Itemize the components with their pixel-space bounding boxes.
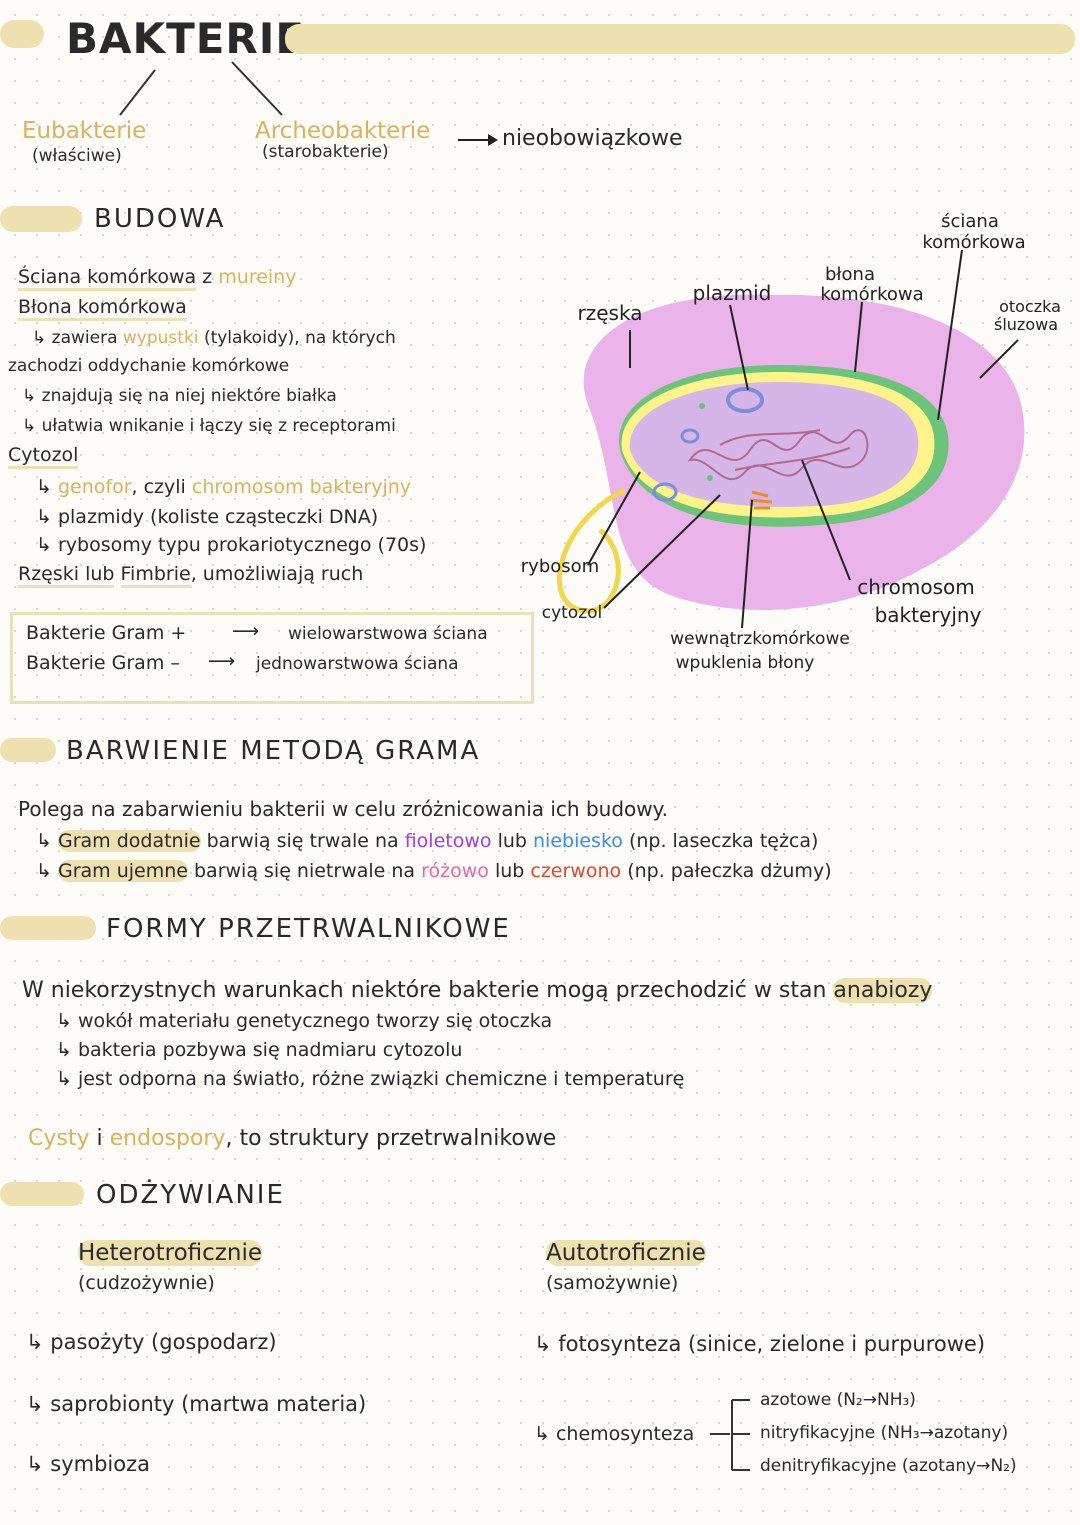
autotrophic-label: Autotroficznie bbox=[546, 1240, 706, 1266]
gram-positive-label: Bakterie Gram + bbox=[26, 622, 187, 644]
gram-positive-value: wielowarstwowa ściana bbox=[288, 624, 488, 644]
nutrition-heading-highlight bbox=[0, 1182, 84, 1206]
label-ribosome: rybosom bbox=[521, 556, 599, 577]
structure-line-5: ↳ znajdują się na niej niektóre białka bbox=[22, 386, 337, 406]
heterotrophic-note: (cudzożywnie) bbox=[78, 1272, 215, 1294]
auto-item-1: ↳ fotosynteza (sinice, zielone i purpuro… bbox=[534, 1332, 986, 1356]
page-title: BAKTERIE bbox=[66, 14, 306, 63]
spores-bullet-3: ↳ jest odporna na światło, różne związki… bbox=[56, 1068, 685, 1090]
ribosome-marks bbox=[749, 490, 773, 510]
spores-bullet-2: ↳ bakteria pozbywa się nadmiaru cytozolu bbox=[56, 1039, 463, 1061]
plasmid-ring bbox=[726, 387, 764, 413]
plasmid-ring-3 bbox=[680, 428, 700, 444]
label-cell-wall-1: ściana bbox=[941, 211, 999, 232]
structure-line-4: zachodzi oddychanie komórkowe bbox=[8, 356, 290, 376]
structure-line-6: ↳ ułatwia wnikanie i łączy się z recepto… bbox=[22, 416, 396, 436]
structure-line-8: ↳ genofor, czyli chromosom bakteryjny bbox=[36, 476, 412, 498]
structure-line-10: ↳ rybosomy typu prokariotycznego (70s) bbox=[36, 534, 427, 556]
structure-line-9: ↳ plazmidy (koliste cząsteczki DNA) bbox=[36, 506, 379, 528]
hetero-item-1: ↳ pasożyty (gospodarz) bbox=[26, 1330, 277, 1354]
title-highlight-right bbox=[285, 24, 1075, 54]
autotrophic-note: (samożywnie) bbox=[546, 1272, 679, 1294]
label-invaginations-1: wewnątrzkomórkowe bbox=[670, 629, 850, 649]
gram-negative-arrow: ⟶ bbox=[208, 650, 236, 672]
label-invaginations-2: wpuklenia błony bbox=[676, 653, 815, 673]
spores-heading-highlight bbox=[0, 916, 96, 940]
gram-comparison-box bbox=[10, 612, 534, 704]
structure-line-2: Błona komórkowa bbox=[18, 296, 187, 321]
hetero-item-2: ↳ saprobionty (martwa materia) bbox=[26, 1392, 367, 1416]
arrow-bullet: ↳ bbox=[32, 328, 47, 348]
gram-heading: BARWIENIE METODĄ GRAMA bbox=[66, 736, 481, 766]
heterotrophic-label: Heterotroficznie bbox=[78, 1240, 262, 1266]
bacteria-cell-diagram: ściana komórkowa rzęska plazmid błona ko… bbox=[521, 211, 1061, 673]
archaea-label: Archeobakterie bbox=[255, 118, 431, 144]
chemosynthesis-bracket bbox=[710, 1399, 750, 1471]
label-flagellum: rzęska bbox=[578, 301, 643, 325]
budowa-heading: BUDOWA bbox=[94, 204, 226, 234]
label-cell-wall-2: komórkowa bbox=[922, 232, 1025, 253]
structure-line-7: Cytozol bbox=[8, 444, 79, 469]
gram-positive-line: ↳ Gram dodatnie barwią się trwale na fio… bbox=[36, 830, 819, 852]
label-membrane-2: komórkowa bbox=[820, 284, 923, 305]
gram-negative-value: jednowarstwowa ściana bbox=[256, 654, 459, 674]
nutrition-heading: ODŻYWIANIE bbox=[96, 1180, 285, 1210]
structure-line-11: Rzęski lub Fimbrie, umożliwiają ruch bbox=[18, 563, 363, 588]
flagellum-shape bbox=[556, 487, 627, 614]
title-branch-lines bbox=[119, 61, 498, 146]
label-capsule-2: śluzowa bbox=[994, 315, 1058, 334]
archaea-note: (starobakterie) bbox=[262, 142, 389, 162]
label-cytosol: cytozol bbox=[542, 603, 603, 623]
plasmid-ring-2 bbox=[652, 482, 678, 502]
chemo-sub-2: nitryfikacyjne (NH₃→azotany) bbox=[760, 1423, 1009, 1443]
chromosome-tangle bbox=[687, 429, 869, 481]
chemo-sub-1: azotowe (N₂→NH₃) bbox=[760, 1390, 916, 1410]
gram-intro: Polega na zabarwieniu bakterii w celu zr… bbox=[18, 797, 668, 821]
structure-line-1: Ściana komórkowa z mureiny bbox=[18, 266, 296, 291]
archaea-optional-note: nieobowiązkowe bbox=[502, 126, 683, 151]
hetero-item-3: ↳ symbioza bbox=[26, 1452, 151, 1476]
label-plasmid: plazmid bbox=[693, 281, 772, 305]
title-highlight-left bbox=[0, 20, 44, 48]
eubacteria-label: Eubakterie bbox=[22, 118, 147, 144]
spores-bullet-1: ↳ wokół materiału genetycznego tworzy si… bbox=[56, 1010, 553, 1032]
gram-positive-arrow: ⟶ bbox=[232, 620, 260, 642]
label-chromosome-2: bakteryjny bbox=[875, 603, 982, 627]
chemo-sub-3: denitryfikacyjne (azotany→N₂) bbox=[760, 1456, 1017, 1476]
structure-line-3: ↳ zawiera wypustki (tylakoidy), na który… bbox=[32, 328, 396, 348]
gram-negative-line: ↳ Gram ujemne barwią się nietrwale na ró… bbox=[36, 860, 832, 882]
spores-heading: FORMY PRZETRWALNIKOWE bbox=[106, 914, 511, 944]
spores-intro: W niekorzystnych warunkach niektóre bakt… bbox=[22, 978, 933, 1003]
label-capsule-1: otoczka bbox=[999, 297, 1061, 316]
gram-heading-highlight bbox=[0, 738, 56, 762]
gram-negative-label: Bakterie Gram – bbox=[26, 652, 180, 674]
spores-cysts-line: Cysty i endospory, to struktury przetrwa… bbox=[28, 1126, 557, 1151]
budowa-highlight bbox=[0, 206, 82, 232]
auto-item-2: ↳ chemosynteza bbox=[534, 1423, 695, 1445]
label-chromosome-1: chromosom bbox=[857, 575, 975, 599]
label-membrane-1: błona bbox=[825, 264, 875, 285]
eubacteria-note: (właściwe) bbox=[32, 146, 122, 166]
